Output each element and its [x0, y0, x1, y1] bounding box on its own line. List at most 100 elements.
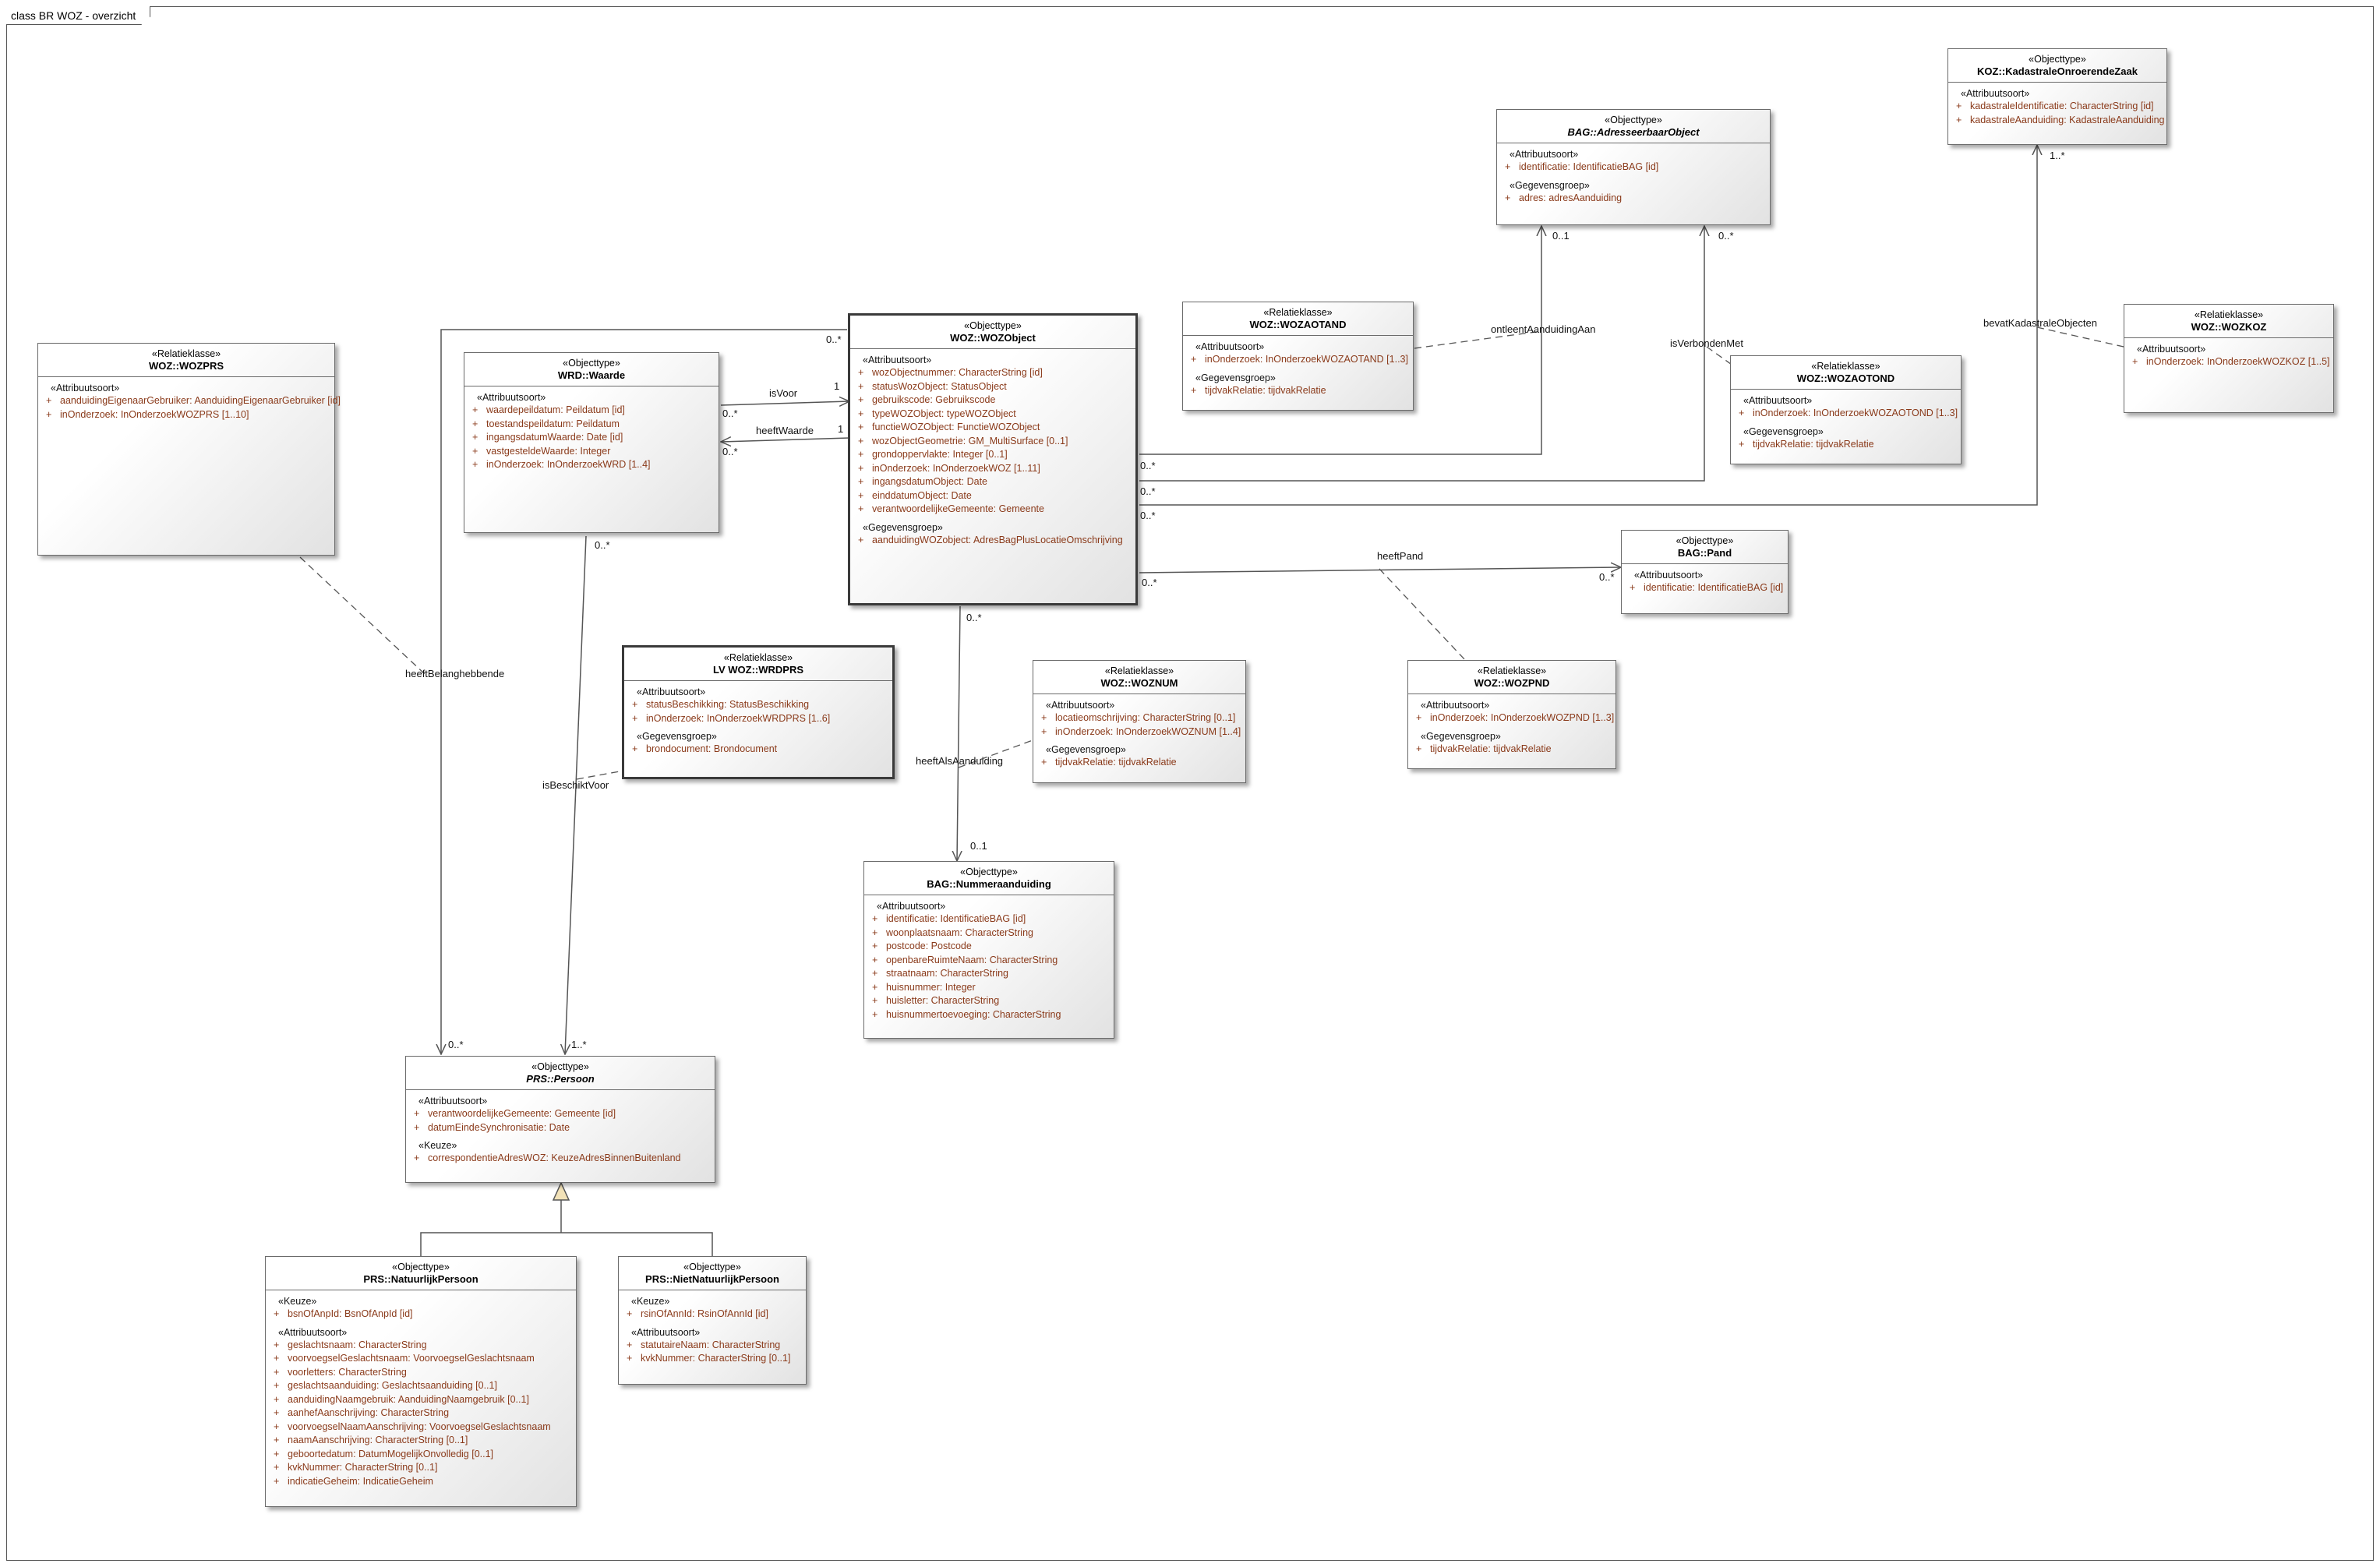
- section-title: «Attribuutsoort»: [863, 355, 932, 365]
- mult-heeftbelanghebbende-source: 0..*: [826, 334, 842, 345]
- class-name: KOZ::KadastraleOnroerendeZaak: [1977, 65, 2138, 77]
- class-wozaotand[interactable]: «Relatieklasse»WOZ::WOZAOTAND«Attribuuts…: [1182, 302, 1414, 411]
- stereotype: «Objecttype»: [960, 866, 1018, 877]
- class-persoon[interactable]: «Objecttype»PRS::Persoon«Attribuutsoort»…: [405, 1056, 715, 1183]
- class-kadastraleonroerendezaak[interactable]: «Objecttype»KOZ::KadastraleOnroerendeZaa…: [1947, 48, 2167, 145]
- class-wozprs[interactable]: «Relatieklasse»WOZ::WOZPRS«Attribuutsoor…: [37, 343, 341, 556]
- label-ontleentaanduidingaan: ontleentAanduidingAan: [1491, 323, 1596, 335]
- assoc-heeftbelanghebbende: [441, 329, 847, 1054]
- class-body: «Attribuutsoort»aanduidingEigenaarGebrui…: [38, 377, 341, 429]
- attribute: waardepeildatum: Peildatum [id]: [471, 404, 712, 418]
- section-title: «Gegevensgroep»: [1743, 425, 1824, 437]
- class-body: «Attribuutsoort»kadastraleIdentificatie:…: [1948, 83, 2166, 135]
- attribute: voorvoegselGeslachtsnaam: VoorvoegselGes…: [272, 1352, 570, 1366]
- stereotype: «Relatieklasse»: [2194, 309, 2264, 320]
- attribute-section: «Gegevensgroep»adres: adresAanduiding: [1503, 179, 1764, 206]
- label-heeftbelanghebbende: heeftBelanghebbende: [405, 668, 505, 679]
- label-bevatkadastraleobjecten: bevatKadastraleObjecten: [1983, 317, 2097, 329]
- attribute: geslachtsnaam: CharacterString: [272, 1339, 570, 1353]
- class-name: BAG::AdresseerbaarObject: [1567, 126, 1700, 138]
- attribute: indicatieGeheim: IndicatieGeheim: [272, 1475, 570, 1489]
- section-title: «Attribuutsoort»: [51, 383, 120, 394]
- class-body: «Attribuutsoort»identificatie: Identific…: [1622, 564, 1788, 603]
- attribute: identificatie: IdentificatieBAG [id]: [1503, 161, 1764, 175]
- diagram-title: class BR WOZ - overzicht: [6, 6, 150, 25]
- mult-heeftbelanghebbende-target: 0..*: [448, 1039, 464, 1050]
- generalization-arrow: [552, 1181, 570, 1201]
- section-title: «Attribuutsoort»: [631, 1326, 701, 1338]
- assocclass-link-wozprs: [299, 556, 426, 675]
- class-wozkoz[interactable]: «Relatieklasse»WOZ::WOZKOZ«Attribuutsoor…: [2124, 304, 2334, 413]
- class-name: WOZ::WOZPRS: [148, 360, 224, 372]
- attribute: inOnderzoek: InOnderzoekWOZPND [1..3]: [1414, 711, 1614, 725]
- attribute-section: «Attribuutsoort»geslachtsnaam: Character…: [272, 1326, 570, 1489]
- class-wozpnd[interactable]: «Relatieklasse»WOZ::WOZPND«Attribuutsoor…: [1407, 660, 1616, 769]
- mult-isverbonden-source: 0..*: [1140, 485, 1156, 497]
- section-title: «Attribuutsoort»: [1195, 341, 1265, 352]
- attribute-section: «Attribuutsoort»verantwoordelijkeGemeent…: [412, 1095, 708, 1135]
- class-nietnatuurlijkpersoon[interactable]: «Objecttype»PRS::NietNatuurlijkPersoon«K…: [618, 1256, 807, 1385]
- attribute-section: «Attribuutsoort»inOnderzoek: InOnderzoek…: [1189, 341, 1408, 367]
- class-header: «Objecttype»BAG::AdresseerbaarObject: [1497, 110, 1770, 143]
- attribute: identificatie: IdentificatieBAG [id]: [870, 912, 1107, 926]
- stereotype: «Relatieklasse»: [1811, 361, 1880, 372]
- class-wozobject[interactable]: «Objecttype»WOZ::WOZObject«Attribuutsoor…: [848, 313, 1138, 605]
- class-body: «Attribuutsoort»waardepeildatum: Peildat…: [464, 386, 719, 480]
- class-name: PRS::Persoon: [526, 1073, 595, 1085]
- attribute: ingangsdatumObject: Date: [856, 475, 1129, 489]
- stereotype: «Relatieklasse»: [1477, 665, 1547, 676]
- attribute-section: «Gegevensgroep»tijdvakRelatie: tijdvakRe…: [1040, 743, 1239, 770]
- assocclass-link-wozkoz: [2036, 326, 2124, 348]
- attribute-section: «Gegevensgroep»tijdvakRelatie: tijdvakRe…: [1189, 372, 1407, 398]
- attribute: huisletter: CharacterString: [870, 994, 1107, 1008]
- section-title: «Gegevensgroep»: [637, 731, 717, 742]
- attribute: verantwoordelijkeGemeente: Gemeente: [856, 503, 1129, 517]
- attribute-section: «Attribuutsoort»waardepeildatum: Peildat…: [471, 391, 712, 472]
- attribute: inOnderzoek: InOnderzoekWOZ [1..11]: [856, 462, 1129, 476]
- section-title: «Attribuutsoort»: [418, 1096, 488, 1106]
- class-wrdprs[interactable]: «Relatieklasse»LV WOZ::WRDPRS«Attribuuts…: [622, 645, 895, 779]
- section-title: «Gegevensgroep»: [1421, 730, 1501, 742]
- label-heeftalsaanduiding: heeftAlsAanduiding: [916, 755, 1004, 767]
- attribute-section: «Attribuutsoort»identificatie: Identific…: [1503, 148, 1764, 175]
- class-body: «Attribuutsoort»inOnderzoek: InOnderzoek…: [1183, 336, 1413, 405]
- attribute: kadastraleIdentificatie: CharacterString…: [1954, 100, 2160, 114]
- class-natuurlijkpersoon[interactable]: «Objecttype»PRS::NatuurlijkPersoon«Keuze…: [265, 1256, 577, 1507]
- attribute-section: «Attribuutsoort»identificatie: Identific…: [1628, 569, 1783, 595]
- attribute: verantwoordelijkeGemeente: Gemeente [id]: [412, 1107, 708, 1121]
- attribute-section: «Gegevensgroep»tijdvakRelatie: tijdvakRe…: [1737, 425, 1954, 452]
- class-body: «Attribuutsoort»inOnderzoek: InOnderzoek…: [2124, 338, 2333, 377]
- attribute: datumEindeSynchronisatie: Date: [412, 1121, 708, 1135]
- class-nummeraanduiding[interactable]: «Objecttype»BAG::Nummeraanduiding«Attrib…: [863, 861, 1114, 1039]
- class-header: «Relatieklasse»WOZ::WOZPRS: [38, 344, 334, 377]
- attribute: typeWOZObject: typeWOZObject: [856, 408, 1129, 422]
- mult-isverbonden-target: 0..*: [1718, 230, 1734, 242]
- attribute: statusBeschikking: StatusBeschikking: [630, 698, 886, 712]
- class-adresseerbaarobject[interactable]: «Objecttype»BAG::AdresseerbaarObject«Att…: [1496, 109, 1771, 225]
- mult-heeftalsaanduiding-target: 0..1: [970, 840, 987, 852]
- mult-isbeschiktvoor-target: 1..*: [571, 1039, 587, 1050]
- section-title: «Attribuutsoort»: [1743, 395, 1813, 406]
- mult-bevatkadastrale-source: 0..*: [1140, 510, 1156, 521]
- attribute: tijdvakRelatie: tijdvakRelatie: [1189, 384, 1407, 398]
- class-name: WOZ::WOZNUM: [1100, 677, 1178, 689]
- attribute: gebruikscode: Gebruikscode: [856, 394, 1129, 408]
- attribute: identificatie: IdentificatieBAG [id]: [1628, 581, 1783, 595]
- class-body: «Attribuutsoort»inOnderzoek: InOnderzoek…: [1408, 694, 1616, 764]
- class-wozaotond[interactable]: «Relatieklasse»WOZ::WOZAOTOND«Attribuuts…: [1730, 355, 1962, 464]
- assocclass-link-wozpnd: [1379, 568, 1466, 661]
- section-title: «Gegevensgroep»: [863, 521, 943, 533]
- class-pand[interactable]: «Objecttype»BAG::Pand«Attribuutsoort»ide…: [1621, 530, 1789, 614]
- attribute-section: «Gegevensgroep»aanduidingWOZobject: Adre…: [856, 521, 1129, 548]
- mult-heeftwaarde-target: 0..*: [722, 446, 738, 457]
- attribute: inOnderzoek: InOnderzoekWRD [1..4]: [471, 458, 712, 472]
- section-title: «Attribuutsoort»: [1634, 570, 1704, 581]
- attribute: aanduidingWOZobject: AdresBagPlusLocatie…: [856, 534, 1129, 548]
- class-woznum[interactable]: «Relatieklasse»WOZ::WOZNUM«Attribuutsoor…: [1033, 660, 1246, 783]
- class-name: PRS::NietNatuurlijkPersoon: [645, 1273, 779, 1285]
- attribute: inOnderzoek: InOnderzoekWOZPRS [1..10]: [44, 408, 328, 422]
- class-body: «Keuze»bsnOfAnpId: BsnOfAnpId [id]«Attri…: [266, 1290, 576, 1496]
- class-waarde[interactable]: «Objecttype»WRD::Waarde«Attribuutsoort»w…: [464, 352, 719, 533]
- assoc-ontleentaanduidingaan: [1139, 226, 1541, 455]
- attribute: postcode: Postcode: [870, 940, 1107, 954]
